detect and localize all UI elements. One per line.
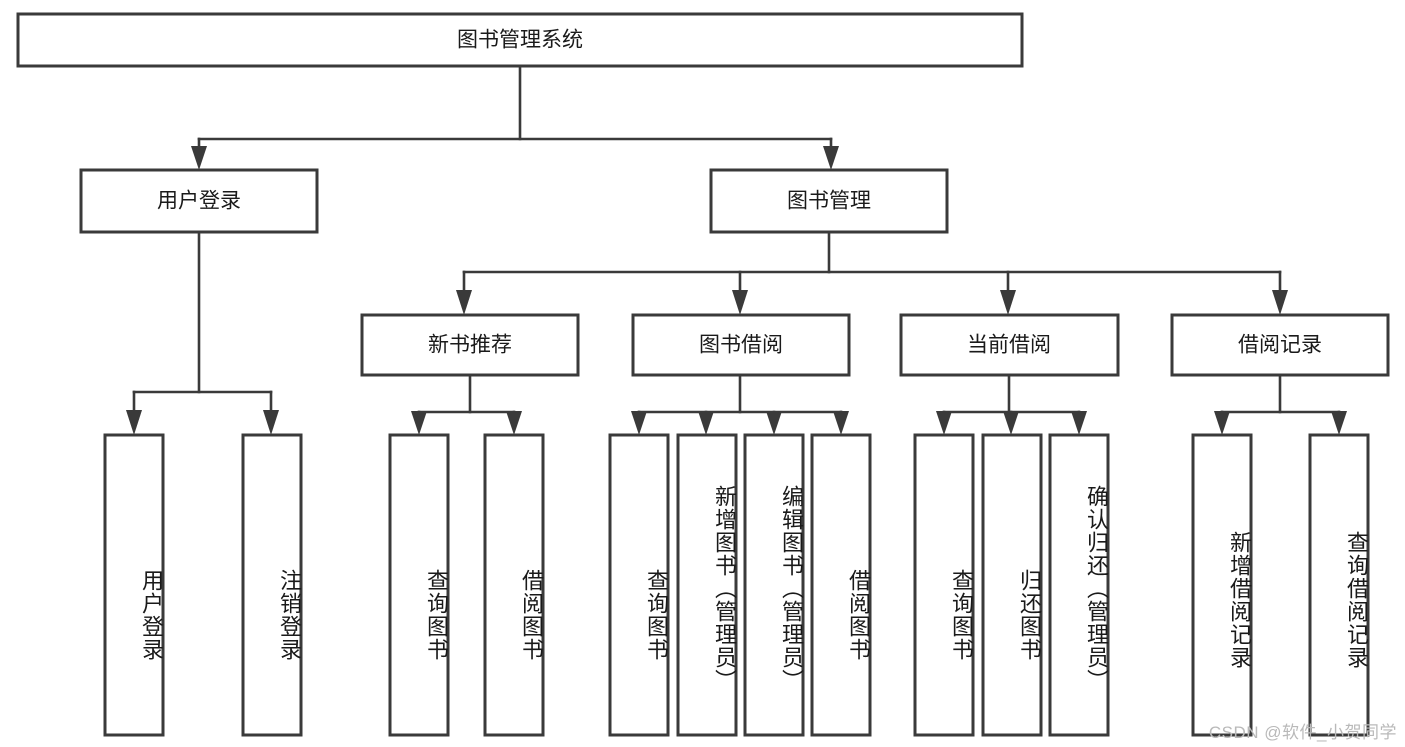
node-borrow-record-box[interactable] [1170,313,1390,377]
node-book-manage-box[interactable] [709,168,949,234]
node-new-book-recommend[interactable]: 新书推荐 [360,313,580,377]
arrowhead-leaf-query-book-2 [631,411,647,435]
node-book-manage[interactable]: 图书管理 [709,168,949,234]
arrowhead-book-borrow [732,290,748,315]
leaf-box-user-login[interactable] [103,433,165,737]
arrowhead-leaf-edit-book [766,411,782,435]
leaf-box-query-record[interactable] [1308,433,1370,737]
arrowhead-leaf-user-login [126,410,142,435]
leaf-box-borrow-book-1[interactable] [483,433,545,737]
node-new-book-recommend-label: 新书推荐 [428,334,512,357]
arrowhead-borrow-record [1272,290,1288,315]
node-user-login-box[interactable] [79,168,319,234]
edge-group-borrow-record [1214,373,1347,435]
node-current-borrow-label: 当前借阅 [967,334,1051,357]
node-current-borrow-box[interactable] [899,313,1120,377]
arrowhead-leaf-borrow-book-2 [833,411,849,435]
node-user-login[interactable]: 用户登录 [79,168,319,234]
arrowhead-leaf-add-record [1214,411,1230,435]
leaf-box-logout[interactable] [241,433,303,737]
arrowhead-leaf-query-book-3 [936,411,952,435]
node-borrow-record[interactable]: 借阅记录 [1170,313,1390,377]
arrowhead-leaf-return-book [1003,411,1019,435]
leaf-box-query-book-1[interactable] [388,433,450,737]
node-book-manage-label: 图书管理 [787,190,871,213]
leaf-box-add-book[interactable] [676,433,738,737]
node-root[interactable]: 图书管理系统 [16,12,1024,68]
leaf-box-query-book-3[interactable] [913,433,975,737]
node-book-borrow[interactable]: 图书借阅 [631,313,851,377]
arrowhead-leaf-confirm-return [1071,411,1087,435]
node-root-box[interactable] [16,12,1024,68]
edge-group-book-manage [456,230,1288,315]
leaf-boxes [103,433,1370,737]
leaf-box-add-record[interactable] [1191,433,1253,737]
node-book-borrow-box[interactable] [631,313,851,377]
arrowhead-user-login [191,146,207,170]
edge-group-user-login [126,230,279,435]
node-user-login-label: 用户登录 [157,190,241,213]
arrowhead-current-borrow [1000,290,1016,315]
arrowhead-leaf-query-record [1331,411,1347,435]
arrowhead-leaf-add-book [698,411,714,435]
node-current-borrow[interactable]: 当前借阅 [899,313,1120,377]
node-borrow-record-label: 借阅记录 [1238,334,1322,357]
arrowhead-leaf-borrow-book-1 [506,411,522,435]
leaf-box-return-book[interactable] [981,433,1043,737]
edge-group-current-borrow [936,373,1087,435]
edge-group-book-borrow [631,373,849,435]
node-new-book-recommend-box[interactable] [360,313,580,377]
arrowhead-new-book-recommend [456,290,472,315]
leaf-box-edit-book[interactable] [743,433,805,737]
arrowhead-book-manage [823,146,839,170]
edge-group-new-book-recommend [411,373,522,435]
csdn-watermark: CSDN @软件_小贺同学 [1208,723,1397,742]
edge-group-root [191,64,839,170]
leaf-box-query-book-2[interactable] [608,433,670,737]
node-root-label: 图书管理系统 [457,29,583,52]
node-book-borrow-label: 图书借阅 [699,334,783,357]
leaf-box-confirm-return[interactable] [1048,433,1110,737]
leaf-box-borrow-book-2[interactable] [810,433,872,737]
arrowhead-leaf-query-book-1 [411,411,427,435]
arrowhead-leaf-logout [263,410,279,435]
